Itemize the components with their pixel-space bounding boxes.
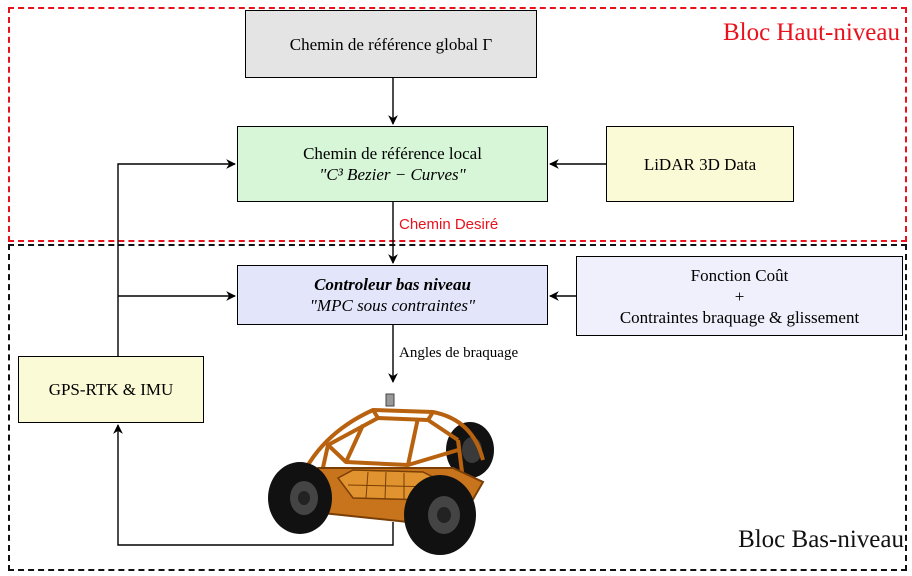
local-reference-path-title: Chemin de référence local: [303, 144, 482, 163]
steering-angles-label: Angles de braquage: [399, 345, 519, 361]
gps-imu-block: GPS-RTK & IMU: [18, 356, 204, 423]
lidar-sensor-icon: [385, 393, 395, 407]
cost-function-title: Fonction Coût: [690, 265, 789, 285]
feedback-gps-to-local: [117, 159, 236, 356]
controller-method: "MPC sous contraintes": [309, 296, 476, 315]
global-reference-path-text: Chemin de référence global Γ: [289, 34, 493, 54]
low-level-controller-block: Controleur bas niveau "MPC sous contrain…: [237, 265, 548, 325]
lidar-data-text: LiDAR 3D Data: [643, 154, 757, 174]
desired-path-label: Chemin Desiré: [399, 216, 499, 233]
low-level-block-title: Bloc Bas-niveau: [738, 526, 904, 553]
high-level-block-title: Bloc Haut-niveau: [722, 19, 900, 46]
feedback-vehicle-to-gps: [113, 424, 394, 546]
local-reference-path-method: "C³ Bezier − Curves": [319, 165, 466, 184]
cost-function-plus: +: [734, 286, 745, 306]
global-reference-path-block: Chemin de référence global Γ: [245, 10, 537, 78]
lidar-data-block: LiDAR 3D Data: [606, 126, 794, 202]
high-level-block-region: [8, 7, 907, 242]
front-wheels: [268, 462, 476, 555]
roll-cage: [296, 408, 485, 491]
gps-imu-text: GPS-RTK & IMU: [48, 380, 174, 399]
local-reference-path-block: Chemin de référence local "C³ Bezier − C…: [237, 126, 548, 202]
cost-function-block: Fonction Coût + Contraintes braquage & g…: [576, 256, 903, 336]
controller-title: Controleur bas niveau: [314, 275, 471, 294]
low-level-block-region: [8, 244, 907, 571]
cost-function-constraints: Contraintes braquage & glissement: [619, 307, 860, 327]
buggy-vehicle-icon: [268, 393, 494, 555]
